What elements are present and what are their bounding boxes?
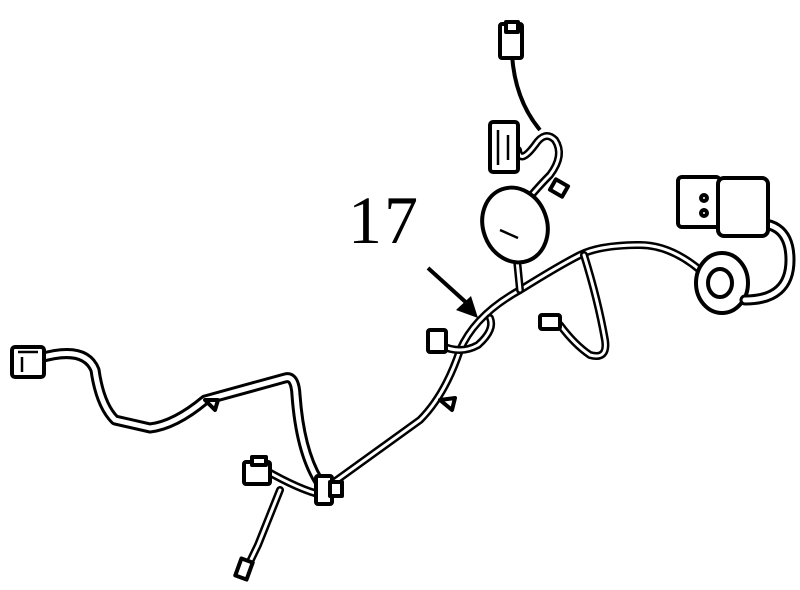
harness-left-branch — [34, 348, 324, 486]
callout-label: 17 — [348, 182, 420, 258]
grommet-right — [694, 251, 750, 315]
harness-clip-junction — [314, 474, 344, 506]
grommet-round-upper — [480, 185, 550, 265]
terminal-lower — [233, 556, 255, 582]
connector-right-bracket — [676, 175, 796, 306]
harness-clip-mid — [426, 314, 496, 354]
connector-lower-left — [242, 455, 272, 486]
harness-right-drop — [556, 251, 610, 360]
clip-tab — [438, 396, 457, 412]
connector-right-drop — [538, 313, 562, 331]
harness-upper-branch — [510, 54, 563, 294]
connector-upper-bracket — [488, 120, 571, 199]
connector-top — [498, 20, 524, 60]
connector-left — [10, 345, 46, 379]
clip-tab — [203, 398, 220, 412]
harness-main-trunk — [326, 241, 729, 489]
callout-arrow — [426, 266, 478, 318]
